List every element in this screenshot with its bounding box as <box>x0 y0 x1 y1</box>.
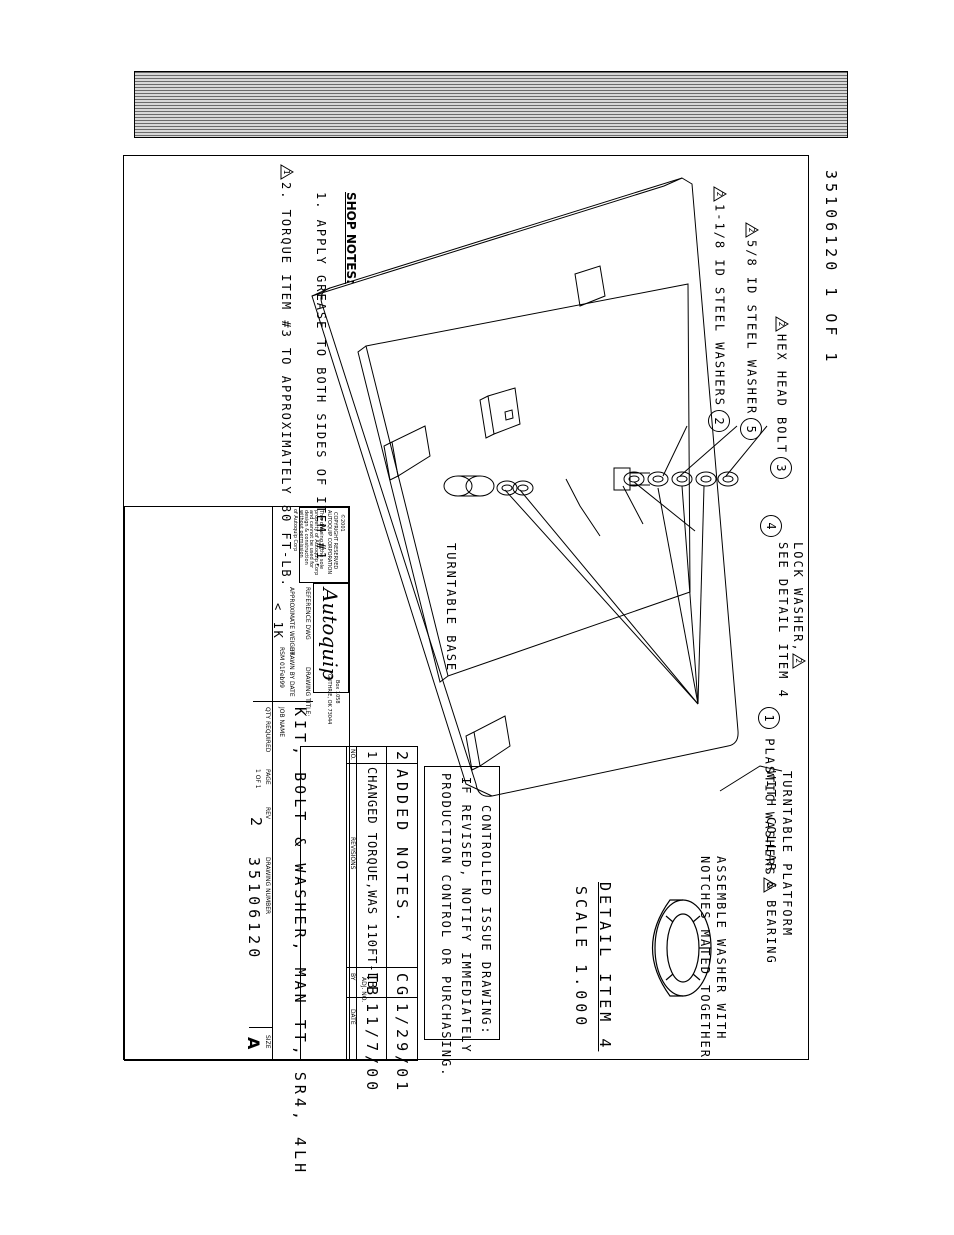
detail-note-2: NOTCHES MATED TOGETHER <box>698 856 712 1059</box>
qty-required-label: QTY REQUIRED <box>264 707 271 753</box>
item-balloon: 1 <box>758 707 780 729</box>
copyright-cell: ©2001 COPYRIGHT RESERVED AUTOQUIP CORPOR… <box>298 507 349 583</box>
controlled-issue-box: CONTROLLED ISSUE DRAWING: IF REVISED, NO… <box>424 766 500 1077</box>
reference-dwg-label: REFERENCE DWG <box>304 587 311 640</box>
job-name-label: JOB NAME <box>278 707 285 738</box>
revision-flag-icon: 2 <box>792 652 806 669</box>
item-balloon: 2 <box>708 409 730 432</box>
page-label: PAGE <box>264 769 271 785</box>
detail-note-1: ASSEMBLE WASHER WITH <box>714 856 728 1041</box>
assembly-illustration <box>311 177 783 997</box>
base-bracket-c <box>473 715 511 767</box>
revision-flag-icon: 2 <box>714 186 728 202</box>
size-label: SIZE <box>264 1035 271 1049</box>
drawn-by-value: RSM 01Feb99 <box>278 647 285 688</box>
detail-title: DETAIL ITEM 4 <box>596 882 614 1052</box>
base-bracket-a <box>487 387 521 435</box>
revision-row: 1 CHANGED TORQUE,WAS 110FT-LB TB 11/7/00 <box>356 747 387 1094</box>
revision-flag-icon: 2 <box>746 222 760 238</box>
revision-flag-icon: 2 <box>776 316 790 332</box>
weight-label: APPROXIMATE WEIGHT <box>288 587 295 656</box>
detail-washer-drawing <box>652 899 712 997</box>
collar-post <box>465 475 495 497</box>
controlled-issue-line3: PRODUCTION CONTROL OR PURCHASING. <box>439 773 453 1078</box>
item-balloon: 3 <box>770 456 792 479</box>
base-bracket-d <box>574 265 606 307</box>
callout-lock-washer: LOCK WASHER,2 <box>791 542 806 671</box>
item-balloon: 5 <box>740 418 762 441</box>
revision-flag-icon: 1 <box>280 164 294 180</box>
drawing-number: 35106120 <box>245 857 263 962</box>
controlled-issue-line2: IF REVISED, NOTIFY IMMEDIATELY <box>459 777 473 1054</box>
header-banner <box>134 71 848 138</box>
title-block: ©2001 COPYRIGHT RESERVED AUTOQUIP CORPOR… <box>124 506 350 1176</box>
drawing-title: KIT, BOLT & WASHER, MAN TT, SR4, 4LH <box>291 707 309 1177</box>
rev-label: REV <box>264 807 271 820</box>
page-value: 1 OF 1 <box>254 769 261 789</box>
sheet-reference: 35106120 1 OF 1 <box>822 170 840 366</box>
revision-flag-icon: 2 <box>764 876 778 893</box>
controlled-issue-title: CONTROLLED ISSUE DRAWING: <box>479 805 493 1036</box>
base-bracket-b <box>391 425 431 477</box>
hex-bolt <box>613 467 631 491</box>
rev-value: 2 <box>247 817 265 831</box>
label-turntable-platform-2: WITH COLLAR & BEARING <box>764 771 778 965</box>
logo-cell: Autoquip Box 1058 GUTHRIE, OK 73044 <box>313 583 349 724</box>
company-logo: Autoquip <box>318 588 342 681</box>
turntable-base <box>365 283 691 677</box>
revision-row: 2 ADDED NOTES. CG 1/29/01 <box>386 747 417 1094</box>
washer-stack <box>717 471 739 487</box>
weight-value: < 1K <box>271 603 285 640</box>
shop-notes-heading: SHOP NOTES: <box>344 192 358 284</box>
item-balloon: 4 <box>760 512 782 537</box>
detail-scale: SCALE 1.000 <box>572 886 590 1030</box>
label-turntable-platform: TURNTABLE PLATFORM <box>780 771 794 938</box>
turntable-platform <box>320 177 739 797</box>
label-turntable-base: TURNTABLE BASE <box>444 543 458 673</box>
size-value: A <box>244 1037 263 1050</box>
drawn-by-label: DRAWN BY DATE <box>288 647 295 697</box>
drawing-number-label: DRAWING NUMBER <box>264 857 271 915</box>
callout-lock-washer-detail: SEE DETAIL ITEM 4 <box>776 542 790 699</box>
